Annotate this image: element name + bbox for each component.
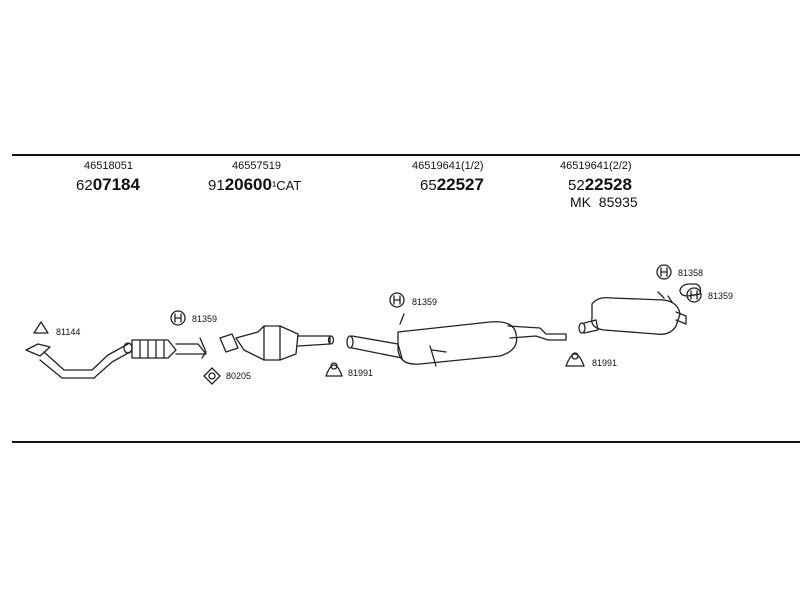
clamp-81359-rear-symbol-icon	[686, 287, 702, 303]
part-main: 22527	[436, 175, 484, 194]
part-number-catalyst: 9120600¹CAT	[208, 175, 301, 195]
part-main: 20600	[224, 175, 272, 194]
part-number-middle-silencer: 6522527	[420, 175, 484, 195]
clamp-81359-front-icon	[170, 310, 186, 326]
rear-silencer	[578, 291, 687, 335]
part-prefix: 62	[76, 177, 93, 194]
label-81144: 81144	[56, 327, 81, 337]
bottom-divider	[12, 441, 800, 443]
middle-silencer	[346, 313, 567, 367]
label-81359-front: 81359	[192, 314, 218, 324]
part-prefix: 52	[568, 177, 585, 194]
label-81359-rear: 81359	[708, 291, 734, 301]
part-prefix: 65	[420, 177, 437, 194]
front-pipe	[25, 337, 207, 379]
part-number-front-pipe: 6207184	[76, 175, 140, 195]
clamp-81991-bracket-icon	[325, 362, 343, 377]
clamp-81358-icon	[656, 264, 672, 280]
oe-number-catalyst: 46557519	[232, 160, 281, 172]
oe-number-middle-silencer: 46519641(1/2)	[412, 160, 484, 172]
part-main: 07184	[92, 175, 140, 194]
part-number-rear-silencer: 5222528	[568, 175, 632, 195]
catalytic-converter	[219, 325, 335, 361]
label-81359-middle: 81359	[412, 297, 438, 307]
gasket-81144-icon	[33, 321, 49, 334]
clamp-81359-rear-icon	[679, 283, 702, 297]
mounting-kit-number: MK 85935	[570, 194, 638, 210]
part-suffix: ¹CAT	[271, 178, 302, 193]
label-80205: 80205	[226, 371, 252, 381]
label-81991-second: 81991	[592, 358, 618, 368]
gasket-80205-icon	[203, 367, 221, 385]
part-main: 22528	[584, 175, 632, 194]
label-81358: 81358	[678, 268, 704, 278]
label-81991-first: 81991	[348, 368, 374, 378]
oe-number-rear-silencer: 46519641(2/2)	[560, 160, 632, 172]
top-divider	[12, 154, 800, 156]
clamp-81359-middle-icon	[389, 292, 405, 308]
part-prefix: 91	[208, 177, 225, 194]
oe-number-front-pipe: 46518051	[84, 160, 133, 172]
clamp-81991-rear-bracket-icon	[565, 352, 585, 367]
